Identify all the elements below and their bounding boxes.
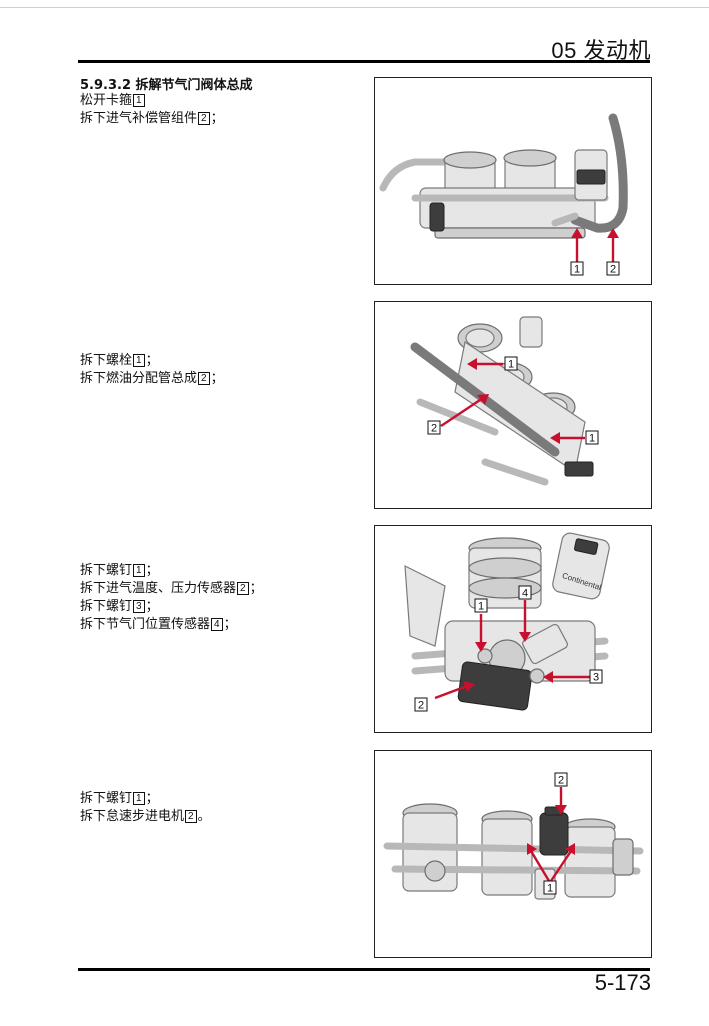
top-divider <box>0 7 709 8</box>
throttle-body-illustration-2: 1 1 2 <box>410 316 599 486</box>
callout-label-text: 2 <box>431 423 437 435</box>
callout-label <box>427 420 441 435</box>
callout-label-text: 2 <box>558 775 564 787</box>
footer-rule <box>78 968 650 971</box>
callout-label <box>543 880 557 895</box>
throttle-body-illustration-4: 2 1 <box>383 772 644 900</box>
throttle-body-illustration-1: 1 2 <box>379 113 628 276</box>
callout-label <box>474 598 488 613</box>
figure-sensor-removal: Continental 1 4 3 2 <box>374 525 652 733</box>
section-title: 5.9.3.2 拆解节气门阀体总成 <box>80 78 253 93</box>
callout-label-text: 2 <box>418 700 424 712</box>
callout-label-text: 4 <box>522 588 528 600</box>
callout-number: 1 <box>133 792 145 805</box>
throttle-body-illustration-3: Continental 1 4 3 2 <box>404 532 610 712</box>
callout-number: 2 <box>198 372 210 385</box>
callout-label-text: 1 <box>589 433 595 445</box>
callout-number: 2 <box>185 810 197 823</box>
callout-number: 2 <box>237 582 249 595</box>
figure-idle-stepper-motor: 2 1 <box>374 750 652 958</box>
callout-number: 3 <box>133 600 145 613</box>
callout-label <box>589 669 603 684</box>
callout-label-text: 3 <box>593 672 599 684</box>
callout-label <box>585 430 599 445</box>
callout-label-text: 2 <box>610 264 616 276</box>
callout-label-text: 1 <box>478 601 484 613</box>
callout-number: 4 <box>211 618 223 631</box>
callout-number: 1 <box>133 94 145 107</box>
callout-label-text: 1 <box>547 883 553 895</box>
callout-number: 1 <box>133 354 145 367</box>
callout-label <box>504 356 518 371</box>
callout-label <box>606 261 620 276</box>
figure-throttle-body-intake-pipe: 1 2 <box>374 77 652 285</box>
header-rule <box>78 60 650 63</box>
callout-label-text: 1 <box>508 359 514 371</box>
page-number: 5-173 <box>594 970 651 995</box>
callout-label-text: 1 <box>574 264 580 276</box>
chapter-title: 05 发动机 <box>551 38 651 63</box>
callout-number: 2 <box>198 112 210 125</box>
callout-label <box>518 585 532 600</box>
callout-label <box>554 772 568 787</box>
callout-number: 1 <box>133 564 145 577</box>
callout-label <box>414 697 428 712</box>
callout-label <box>570 261 584 276</box>
figure-fuel-rail-removal: 1 1 2 <box>374 301 652 509</box>
